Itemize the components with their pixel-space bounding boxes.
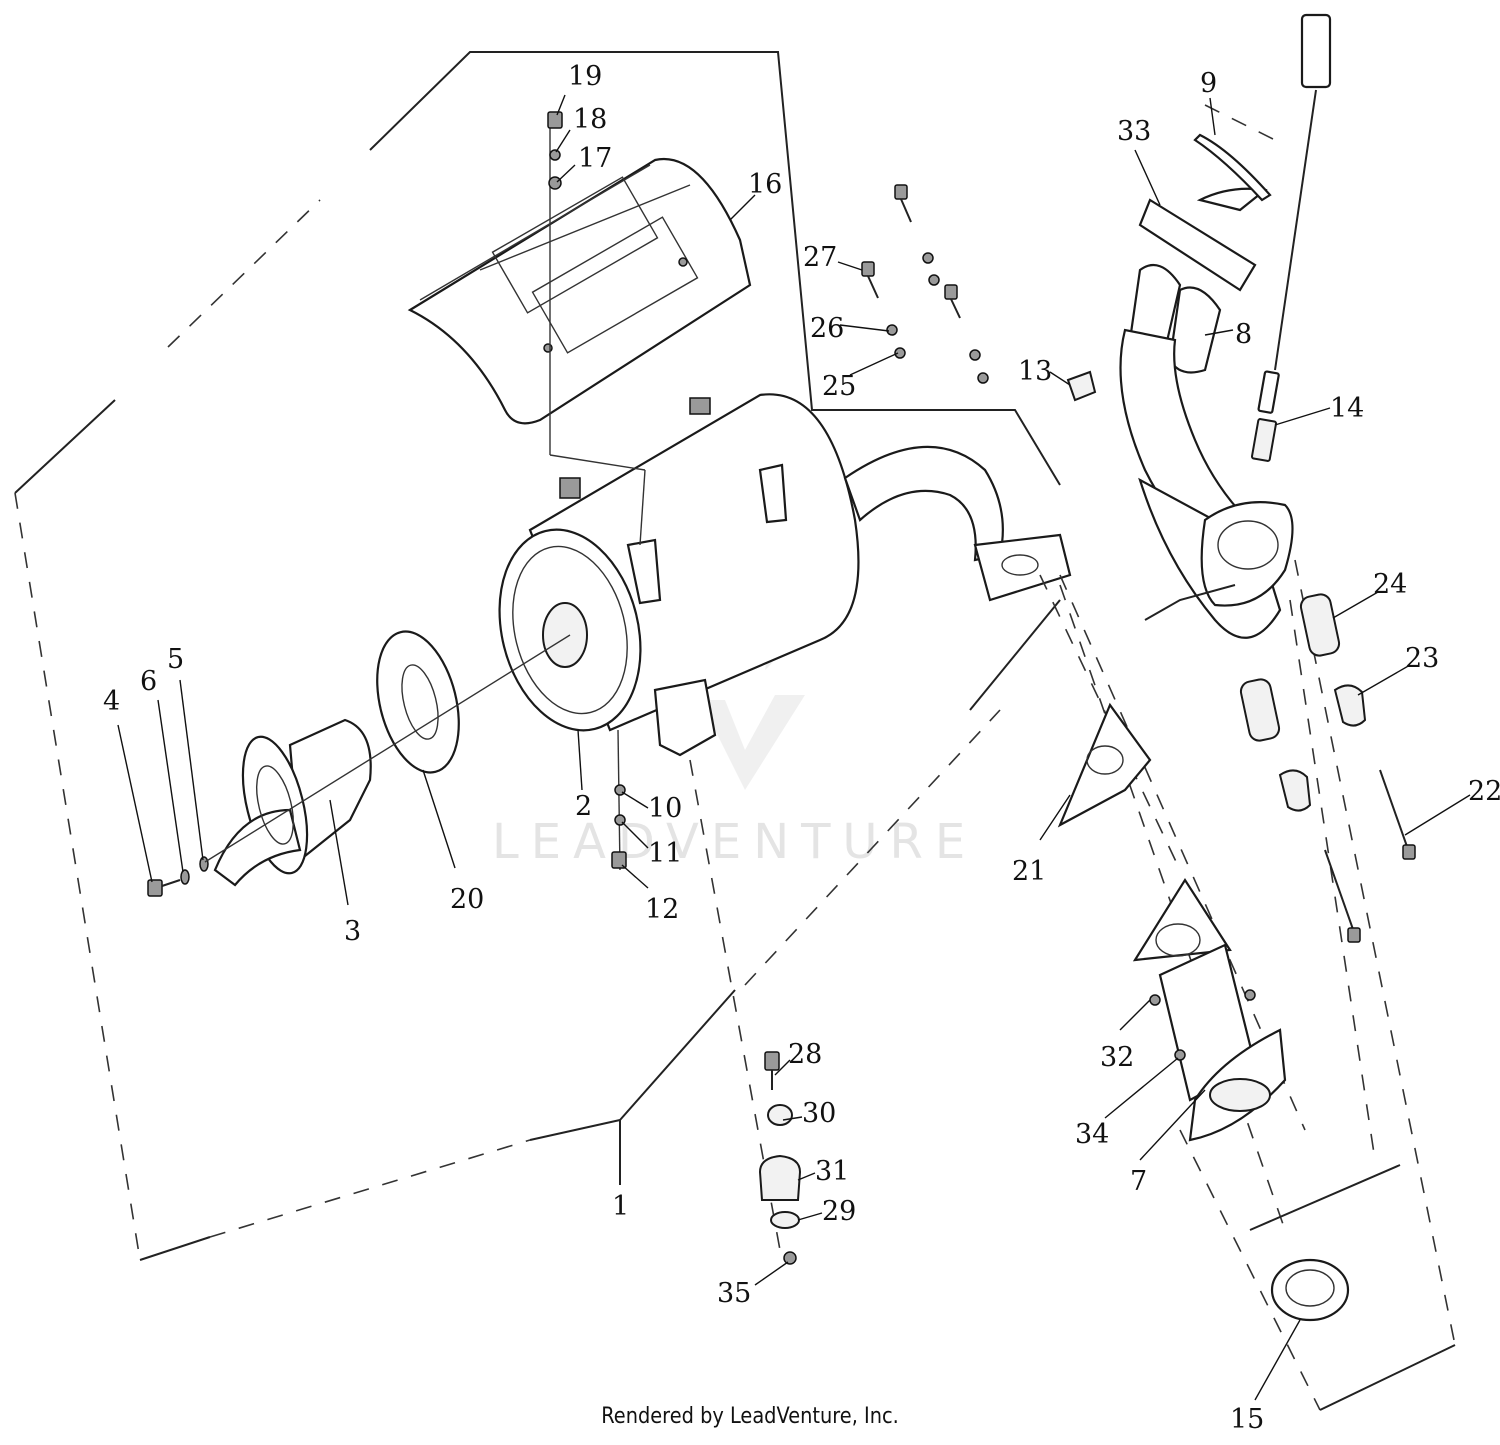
shield-clip [1066,370,1097,402]
exhaust-studs [861,184,989,384]
callout-23: 23 [1405,643,1439,674]
callout-8: 8 [1235,319,1252,350]
exhaust-seal-ring [1270,1258,1350,1322]
callout-20: 20 [450,884,484,915]
callout-11: 11 [648,838,682,869]
callout-30: 30 [802,1098,836,1129]
exhaust-springs [1239,593,1416,943]
oxygen-sensor [1250,13,1332,462]
heat-shield [407,157,752,425]
callout-9: 9 [1200,68,1217,99]
callout-4: 4 [103,686,120,717]
callout-22: 22 [1468,776,1500,807]
callout-28: 28 [788,1039,822,1070]
callout-18: 18 [573,104,607,135]
callout-15: 15 [1230,1404,1264,1435]
callout-35: 35 [717,1278,751,1309]
callout-33: 33 [1117,116,1151,147]
callout-5: 5 [167,644,184,675]
footer-credit: Rendered by LeadVenture, Inc. [601,1404,899,1429]
callout-3: 3 [344,916,361,947]
callout-24: 24 [1373,569,1407,600]
callout-19: 19 [568,61,602,92]
leader-lines [117,94,1471,1401]
callout-29: 29 [822,1196,856,1227]
callout-2: 2 [575,791,592,822]
tail-pipe [213,718,372,887]
callout-26: 26 [810,313,844,344]
callout-14: 14 [1330,393,1364,424]
callout-25: 25 [822,371,856,402]
callout-12: 12 [645,894,679,925]
callout-13: 13 [1018,356,1052,387]
muffler-gasket [376,630,460,774]
callout-labels: 1 2 3 4 5 6 7 8 9 10 11 12 13 14 15 16 1… [103,61,1500,1435]
assembly-bracket [14,51,1061,1261]
header-pipe [1119,187,1294,639]
callout-34: 34 [1075,1119,1109,1150]
callout-6: 6 [140,666,157,697]
mount-hardware-lower [611,729,627,871]
axis-line [204,634,571,863]
link-pipe [1132,877,1287,1142]
callout-32: 32 [1100,1042,1134,1073]
muffler-body [498,393,1072,757]
callout-31: 31 [815,1156,849,1187]
flange-gasket [1057,702,1152,828]
shield-bolts [547,111,646,546]
header-gasket [1193,133,1272,202]
callout-1: 1 [612,1191,629,1222]
callout-21: 21 [1012,856,1046,887]
callout-16: 16 [748,169,782,200]
callout-7: 7 [1130,1166,1147,1197]
callout-10: 10 [648,793,682,824]
tail-pipe-hardware [147,856,209,897]
watermark-text: LEADVENTURE [492,814,977,870]
callout-27: 27 [803,242,837,273]
callout-17: 17 [578,143,612,174]
